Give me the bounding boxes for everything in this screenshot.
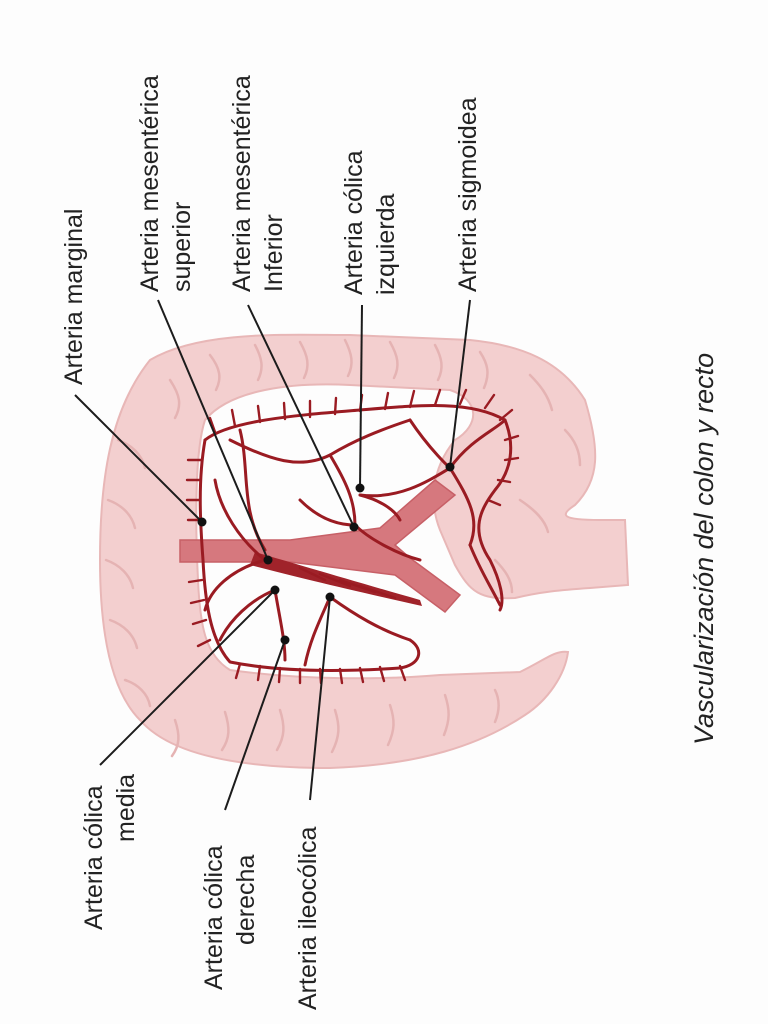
label-colica-media-line2: media: [112, 774, 140, 842]
aorta: [179, 479, 462, 614]
dot-colica-derecha: [280, 635, 290, 645]
leader-marginal: [74, 394, 203, 523]
label-colica-derecha-line1: Arteria cólica: [200, 845, 228, 990]
leader-mes-superior: [157, 299, 269, 561]
label-arteria-marginal: Arteria marginal: [60, 209, 88, 385]
leader-colica-izquierda: [359, 304, 363, 489]
label-mes-inferior-line1: Arteria mesentérica: [228, 75, 256, 292]
dot-colica-media: [270, 585, 280, 595]
labels: Arteria marginal Arteria mesentérica sup…: [60, 75, 719, 1010]
label-colica-media-line1: Arteria cólica: [80, 785, 108, 930]
label-colica-izquierda-line2: izquierda: [372, 193, 400, 295]
label-mes-superior-line2: superior: [168, 202, 196, 292]
leader-sigmoidea: [449, 299, 471, 468]
label-arteria-ileocolica: Arteria ileocólica: [294, 826, 322, 1010]
label-mes-superior-line1: Arteria mesentérica: [136, 75, 164, 292]
leader-colica-derecha: [224, 639, 286, 811]
superior-mesenteric-artery: [250, 552, 422, 606]
dot-colica-izquierda: [355, 483, 365, 493]
figure-caption: Vascularización del colon y recto: [689, 353, 719, 745]
colon-body: [98, 333, 630, 770]
label-arteria-sigmoidea: Arteria sigmoidea: [454, 97, 482, 292]
dot-sigmoidea: [445, 462, 455, 472]
dot-ileocolica: [325, 592, 335, 602]
leader-lines: [74, 299, 471, 811]
dot-marginal: [197, 517, 207, 527]
leader-colica-media: [99, 589, 276, 766]
label-mes-inferior-line2: Inferior: [260, 214, 288, 292]
label-colica-derecha-line2: derecha: [232, 855, 260, 945]
dot-mes-superior: [263, 555, 273, 565]
arterial-arcades: [185, 388, 520, 685]
leader-mes-inferior: [247, 304, 355, 528]
dot-mes-inferior: [349, 522, 359, 532]
label-colica-izquierda-line1: Arteria cólica: [340, 150, 368, 295]
leader-ileocolica: [309, 596, 331, 801]
